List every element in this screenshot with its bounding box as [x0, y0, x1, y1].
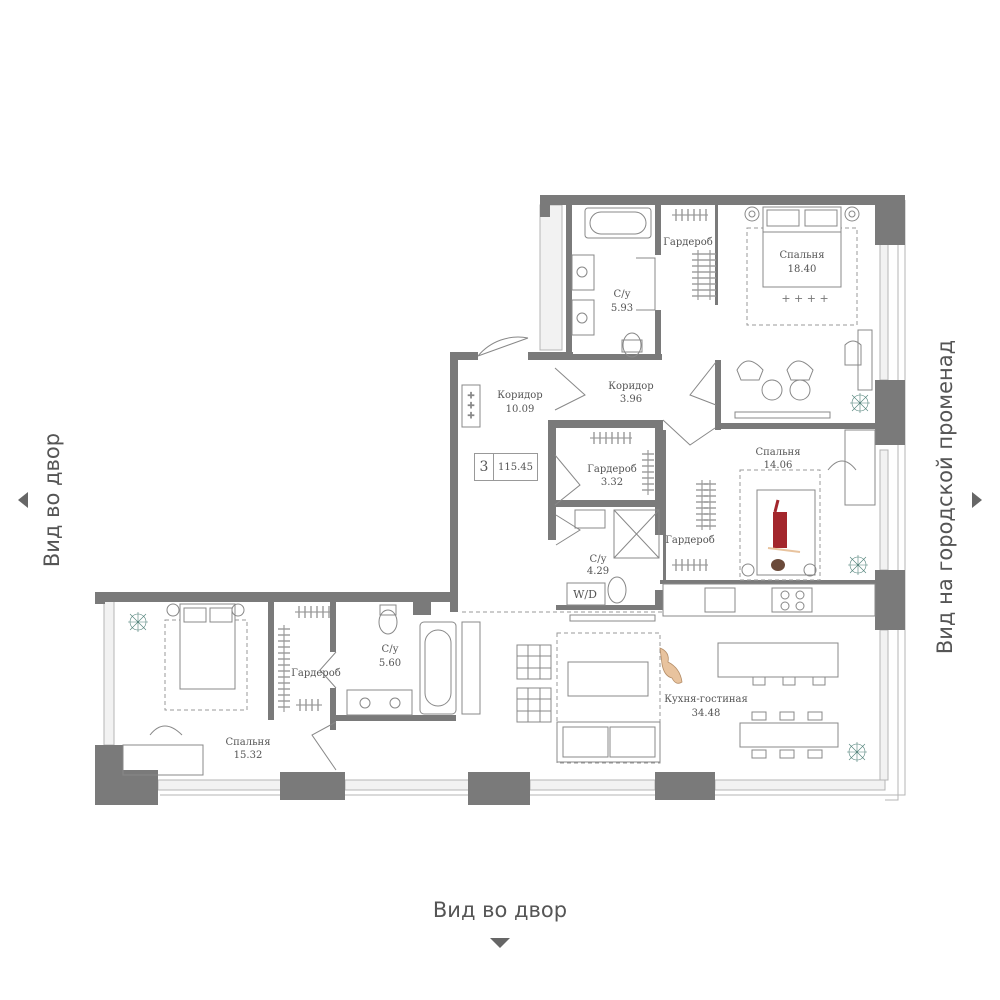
arrow-left-icon	[18, 492, 28, 508]
room-name: Гардероб	[291, 668, 341, 679]
room-area: 15.32	[234, 750, 263, 761]
room-area: 5.93	[611, 303, 633, 314]
room-name: Гардероб	[665, 535, 715, 546]
view-label-right: Вид на городской променад	[933, 339, 957, 655]
svg-text:+: +	[467, 401, 475, 411]
dog-icon	[659, 647, 683, 684]
apartment-summary-badge: 3 115.45	[474, 453, 538, 481]
room-name: С/у	[590, 554, 607, 565]
room-name: Коридор	[608, 381, 653, 392]
person-icon	[767, 499, 801, 571]
room-labels: Спальня 18.40 Гардероб С/у 5.93 Коридор …	[225, 237, 824, 761]
view-label-left: Вид во двор	[40, 432, 64, 568]
room-name: Гардероб	[587, 464, 637, 475]
plus-marks: + + + +	[781, 292, 828, 305]
arrow-right-icon	[972, 492, 982, 508]
room-name: С/у	[614, 289, 631, 300]
bed-icon	[762, 206, 842, 288]
svg-text:+: +	[467, 391, 475, 401]
room-area: 14.06	[764, 460, 793, 471]
room-name: Спальня	[755, 447, 800, 458]
furniture: + + +	[122, 206, 876, 776]
room-name: Кухня-гостиная	[664, 694, 748, 705]
toilet-icon	[621, 332, 643, 358]
room-area: 5.60	[379, 658, 401, 669]
bathtub-icon	[584, 207, 652, 239]
walls	[95, 195, 905, 805]
chair-icon	[736, 360, 814, 401]
rooms-count: 3	[475, 454, 494, 480]
sofa-icon	[556, 721, 661, 763]
svg-text:+: +	[467, 411, 475, 421]
wardrobe-icon	[278, 209, 716, 712]
view-label-bottom: Вид во двор	[432, 898, 568, 922]
arrow-down-icon	[490, 938, 510, 948]
doors	[311, 257, 717, 771]
laundry-label: W/D	[573, 588, 597, 601]
room-name: С/у	[382, 644, 399, 655]
room-name: Спальня	[225, 737, 270, 748]
total-area: 115.45	[498, 461, 533, 473]
room-area: 3.32	[601, 477, 623, 488]
dining-table-icon	[739, 711, 839, 759]
windows	[95, 195, 906, 801]
dashed-boundaries	[164, 227, 858, 764]
laundry-box	[566, 582, 606, 606]
room-name: Гардероб	[663, 237, 713, 248]
room-area: 3.96	[620, 394, 642, 405]
room-area: 4.29	[587, 566, 609, 577]
room-name: Спальня	[779, 250, 824, 261]
room-name: Коридор	[497, 390, 542, 401]
room-area: 18.40	[788, 264, 817, 275]
plant-icon	[128, 393, 870, 762]
room-area: 34.48	[692, 708, 721, 719]
room-area: 10.09	[506, 404, 535, 415]
